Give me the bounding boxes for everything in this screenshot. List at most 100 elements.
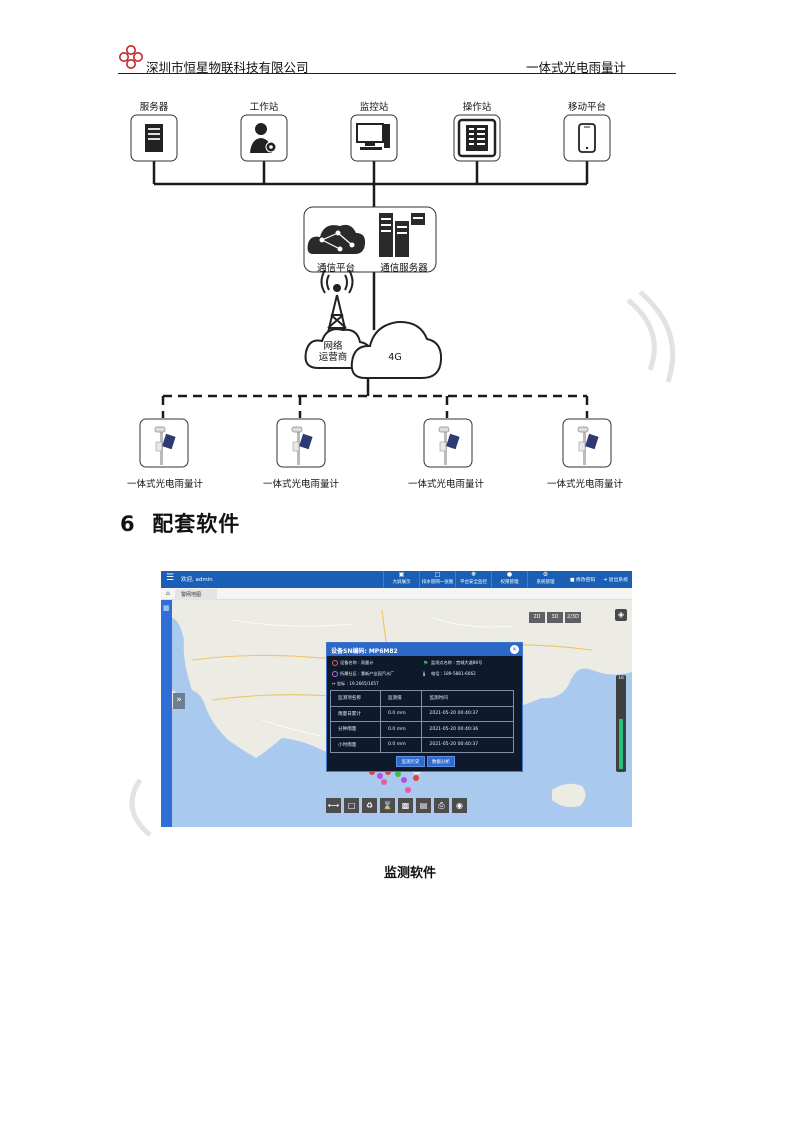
lock-icon: ■ [569, 578, 577, 583]
monitor-icon: ▣ [398, 571, 405, 578]
table-icon[interactable]: ▤ [416, 798, 431, 813]
label-network-operator-line1: 网络 [323, 341, 343, 352]
device-node-4 [562, 418, 612, 468]
view-2d-button[interactable]: 2D [529, 612, 545, 623]
recycle-icon[interactable]: ♻ [362, 798, 377, 813]
change-password-button[interactable]: ■ 修改密码 [569, 578, 596, 583]
popup-title: 设备SN编码: MP6M82 [331, 648, 398, 655]
label-comm-platform: 通信平台 [316, 263, 355, 274]
layers-icon[interactable]: ◈ [615, 609, 627, 621]
device-node-1 [139, 418, 189, 468]
monitoring-table: 监测项名称 监测值 监测时间 雨量日累计 0.0 mm 2021-05-20 0… [330, 690, 514, 753]
label-device-4: 一体式光电雨量计 [546, 479, 623, 490]
logout-button[interactable]: ➜ 退出系统 [603, 578, 628, 583]
rectangle-select-icon[interactable]: □ [344, 798, 359, 813]
table-cell: 分钟雨量 [330, 721, 381, 738]
location-icon [332, 671, 338, 677]
label-mobile-platform: 移动平台 [567, 102, 606, 113]
table-cell: 雨量日累计 [330, 705, 381, 722]
table-header: 监测值 [379, 690, 423, 707]
label-operator-station: 操作站 [462, 102, 492, 113]
table-cell: 2021-05-20 00:40:36 [421, 721, 514, 738]
monitor-station-node [350, 114, 398, 162]
table-cell: 2021-05-20 00:40:37 [421, 705, 514, 722]
rain-gauge-device-icon [577, 426, 599, 465]
device-info-popup: 设备SN编码: MP6M82 × 设备名称 : 雨量计 ⚑监测点名称 : 宫城大… [326, 642, 523, 772]
user-icon: ● [506, 571, 513, 578]
label-monitor-station: 监控站 [359, 102, 389, 113]
map-toolbar: ⟷ □ ♻ ⌛ ▩ ▤ ⎙ ◉ [326, 798, 467, 813]
hamburger-menu-icon[interactable]: ☰ [166, 573, 175, 583]
monitor-desktop-icon [356, 123, 390, 150]
bar-chart-icon[interactable]: ▩ [398, 798, 413, 813]
label-device-1: 一体式光电雨量计 [126, 479, 203, 490]
server-icon [145, 124, 163, 152]
comm-platform-box [303, 206, 437, 273]
community-info: 所属社区 : 惠新产业园汽水厂 [332, 671, 394, 677]
coordinate-info: ↦ 坐标 : 19.2665/1657 [332, 681, 379, 686]
operator-cabinet-icon [457, 118, 497, 158]
topbar-actions: ■ 修改密码 ➜ 退出系统 [570, 576, 628, 583]
tab-bar: ⌂ 警网地图 [161, 588, 632, 600]
table-cell: 0.0 mm [379, 721, 423, 738]
company-name: 深圳市恒星物联科技有限公司 [146, 60, 309, 75]
network-icon: ❋ [470, 571, 477, 578]
coordinate-icon: ↦ [332, 681, 337, 686]
map-book-icon: □ [434, 571, 441, 578]
table-cell: 2021-05-20 00:40:37 [421, 736, 514, 753]
map-layer-icon[interactable]: ▦ [163, 604, 170, 612]
operator-station-node [453, 114, 501, 162]
popup-header: 设备SN编码: MP6M82 × [327, 643, 522, 656]
expand-panel-button[interactable]: » [173, 693, 185, 709]
workstation-user-icon [250, 123, 277, 153]
section-number: 6 [120, 512, 136, 536]
table-row: 小时雨量 0.0 mm 2021-05-20 00:40:37 [330, 736, 514, 753]
analysis-button[interactable]: 数据分析 [427, 756, 455, 767]
label-4g: 4G [388, 352, 402, 363]
hourglass-icon[interactable]: ⌛ [380, 798, 395, 813]
print-icon[interactable]: ⎙ [434, 798, 449, 813]
nav-platform-security[interactable]: ❋平台安全监控 [455, 571, 491, 588]
rain-gauge-device-icon [154, 426, 176, 465]
nav-drainage-map[interactable]: □排水管网一张图 [419, 571, 455, 588]
top-navigation: ▣大屏展示 □排水管网一张图 ❋平台安全监控 ●权限管理 ⚙系统管理 [383, 571, 563, 588]
zoom-slider-fill [619, 719, 623, 769]
site-info: ⚑监测点名称 : 宫城大道86号 [423, 660, 483, 667]
app-topbar: ☰ 欢迎, admin ▣大屏展示 □排水管网一张图 ❋平台安全监控 ●权限管理… [161, 571, 632, 588]
device-node-3 [423, 418, 473, 468]
nav-big-screen[interactable]: ▣大屏展示 [383, 571, 419, 588]
measure-distance-icon[interactable]: ⟷ [326, 798, 341, 813]
view-3d-button[interactable]: 3D [547, 612, 563, 623]
table-row: 分钟雨量 0.0 mm 2021-05-20 00:40:36 [330, 721, 514, 738]
comm-server-rack-icon [379, 213, 425, 257]
label-workstation: 工作站 [249, 102, 279, 113]
logout-icon: ➜ [603, 578, 609, 583]
table-cell: 0.0 mm [379, 705, 423, 722]
home-icon[interactable]: ⌂ [166, 590, 170, 597]
nav-system[interactable]: ⚙系统管理 [527, 571, 563, 588]
view-2-3d-button[interactable]: 2/3D [565, 612, 581, 623]
company-logo-icon [119, 45, 143, 69]
eye-icon[interactable]: ◉ [452, 798, 467, 813]
welcome-text: 欢迎, admin [181, 577, 213, 583]
4g-cloud-icon [350, 320, 443, 379]
table-cell: 0.0 mm [379, 736, 423, 753]
view-mode-buttons: 2D 3D 2/3D [529, 612, 581, 623]
table-cell: 小时雨量 [330, 736, 381, 753]
tab-alarm-map[interactable]: 警网地图 [175, 589, 217, 600]
close-icon[interactable]: × [510, 645, 519, 654]
rain-gauge-device-icon [291, 426, 313, 465]
mobile-platform-node [563, 114, 611, 162]
label-comm-server: 通信服务器 [380, 263, 428, 274]
zoom-slider[interactable]: 16 [616, 675, 626, 772]
history-button[interactable]: 监测历史 [396, 756, 425, 767]
table-header: 监测时间 [421, 690, 514, 707]
device-name-info: 设备名称 : 雨量计 [332, 660, 373, 666]
nav-permission[interactable]: ●权限管理 [491, 571, 527, 588]
zoom-level: 16 [618, 676, 624, 681]
label-device-3: 一体式光电雨量计 [407, 479, 484, 490]
table-row: 雨量日累计 0.0 mm 2021-05-20 00:40:37 [330, 705, 514, 722]
rain-gauge-device-icon [438, 426, 460, 465]
label-server: 服务器 [139, 102, 169, 113]
